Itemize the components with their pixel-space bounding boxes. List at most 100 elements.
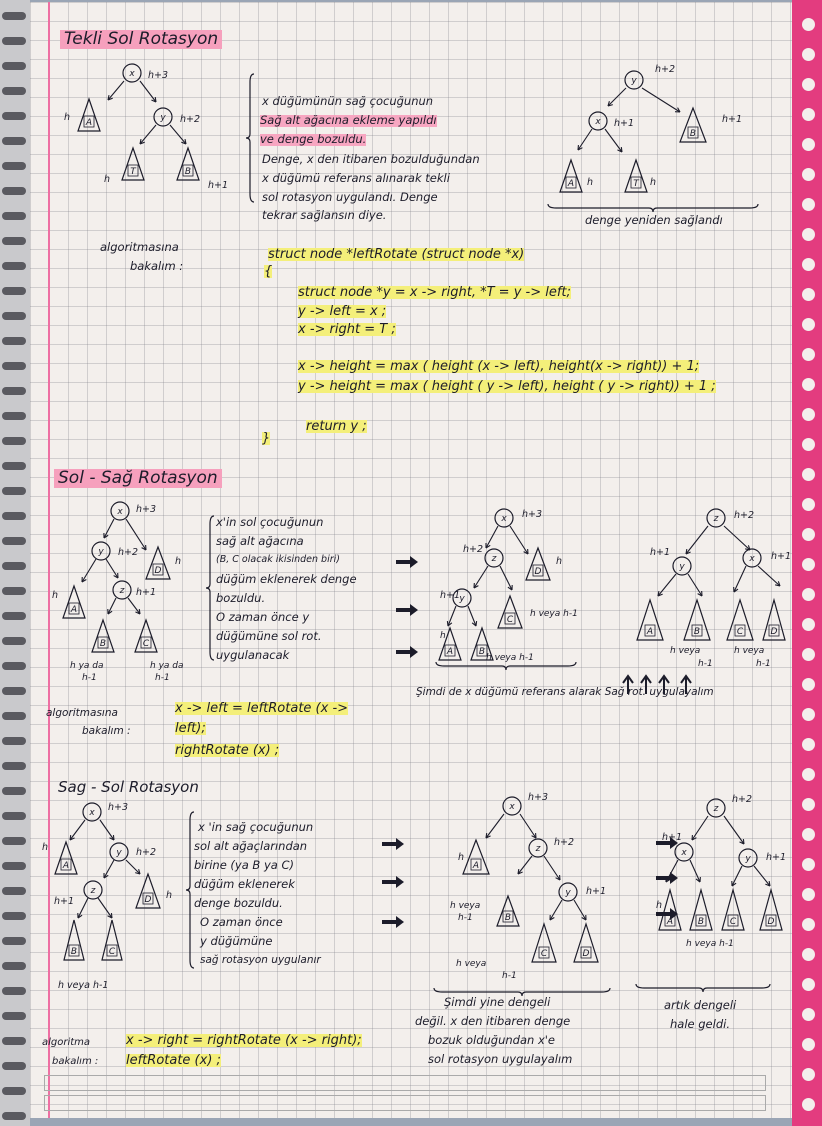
tree-edge <box>97 897 113 919</box>
edge-hole <box>802 828 815 841</box>
svg-text:A: A <box>62 861 69 871</box>
subtree-A: A <box>62 584 86 619</box>
svg-text:B: B <box>698 917 704 927</box>
height-label: h <box>104 174 110 185</box>
svg-text:z: z <box>713 804 719 814</box>
svg-text:x: x <box>88 808 95 818</box>
s3-expl-line: O zaman önce <box>200 915 283 929</box>
subtree-B: B <box>683 598 711 641</box>
svg-text:y: y <box>159 113 166 123</box>
tree-node-z: z <box>528 838 548 858</box>
s2-code-line: rightRotate (x) ; <box>175 743 280 758</box>
svg-text:A: A <box>85 118 92 128</box>
edge-hole <box>802 198 815 211</box>
spiral-ring <box>2 612 26 620</box>
edge-hole <box>802 288 815 301</box>
height-label: h+1 <box>586 886 606 897</box>
edge-hole <box>802 558 815 571</box>
spiral-ring <box>2 662 26 670</box>
tree-edge <box>753 865 771 887</box>
edge-hole <box>802 798 815 811</box>
tree-node-y: y <box>153 107 173 127</box>
s3-expl-line: sol alt ağaçlarından <box>194 839 308 853</box>
edge-hole <box>802 528 815 541</box>
edge-hole <box>802 678 815 691</box>
subtree-B: B <box>689 887 713 931</box>
height-label: h+3 <box>108 802 128 813</box>
spiral-ring <box>2 937 26 945</box>
height-label: h <box>458 852 464 863</box>
subtree-A: A <box>559 158 583 193</box>
s2-expl-line: O zaman önce y <box>216 610 310 624</box>
s2-expl-line: düğüm eklenerek denge <box>216 572 357 586</box>
notebook-page: Tekli Sol Rotasyon x düğümünün sağ çocuğ… <box>30 2 792 1118</box>
spiral-ring <box>2 312 26 320</box>
height-label: h veya h-1 <box>530 609 578 619</box>
svg-text:D: D <box>145 895 152 905</box>
spiral-ring <box>2 387 26 395</box>
height-label: h <box>175 556 181 567</box>
height-label: h veya <box>456 959 486 969</box>
spiral-ring <box>2 212 26 220</box>
s3-expl-line: x 'in sağ çocuğunun <box>198 820 314 834</box>
notebook-pink-edge <box>792 0 822 1126</box>
tree-node-x: x <box>110 501 130 521</box>
height-label: h <box>166 890 172 901</box>
subtree-C: C <box>726 598 754 641</box>
svg-text:z: z <box>491 554 497 564</box>
tree-edge <box>689 859 701 883</box>
height-label: h ya da <box>70 661 104 671</box>
height-label: h <box>656 900 662 911</box>
s3-caption2: artık dengeli <box>664 998 737 1012</box>
brace <box>205 515 215 661</box>
s1-code-line: x -> right = T ; <box>298 322 396 337</box>
brace <box>433 987 611 997</box>
up-arrow-icon <box>622 674 634 694</box>
s1-algo-label: algoritmasına <box>100 240 179 254</box>
subtree-C: C <box>497 594 523 629</box>
height-label: h veya <box>450 901 480 911</box>
edge-hole <box>802 18 815 31</box>
s2-expl-line: sağ alt ağacına <box>216 534 304 548</box>
tree-edge <box>77 897 89 919</box>
subtree-A: A <box>658 887 682 931</box>
s1-expl-line: x düğümünün sağ çocuğunun <box>262 94 434 108</box>
spiral-ring <box>2 687 26 695</box>
s1-expl-line: Sağ alt ağacına ekleme yapıldı <box>260 113 437 127</box>
svg-text:C: C <box>507 615 514 625</box>
spiral-ring <box>2 162 26 170</box>
s1-code-line: x -> height = max ( height (x -> left), … <box>298 359 700 374</box>
brace <box>245 73 255 203</box>
transform-arrow-icon <box>656 872 678 884</box>
subtree-D: D <box>759 887 783 931</box>
edge-hole <box>802 228 815 241</box>
tree-node-x: x <box>494 508 514 528</box>
height-label: h+2 <box>463 544 483 555</box>
spiral-ring <box>2 737 26 745</box>
subtree-T: T <box>624 158 648 193</box>
tree-edge <box>733 565 747 593</box>
svg-text:B: B <box>100 639 106 649</box>
edge-hole <box>802 108 815 121</box>
tree-node-y: y <box>738 848 758 868</box>
edge-hole <box>802 318 815 331</box>
edge-hole <box>802 1008 815 1021</box>
spiral-ring <box>2 537 26 545</box>
spiral-ring <box>2 712 26 720</box>
spiral-ring <box>2 512 26 520</box>
tree-node-x: x <box>502 796 522 816</box>
subtree-D: D <box>145 545 171 580</box>
brace <box>635 983 771 993</box>
height-label: h+1 <box>771 551 791 562</box>
svg-text:z: z <box>119 586 125 596</box>
spiral-ring <box>2 362 26 370</box>
height-label: h+2 <box>554 837 574 848</box>
height-label: h+2 <box>118 547 138 558</box>
tree-edge <box>665 859 679 883</box>
subtree-A: A <box>462 838 490 875</box>
s2-algo-label: bakalım : <box>82 725 131 737</box>
s3-caption1: bozuk olduğundan x'e <box>428 1033 556 1047</box>
edge-hole <box>802 888 815 901</box>
spiral-ring <box>2 987 26 995</box>
